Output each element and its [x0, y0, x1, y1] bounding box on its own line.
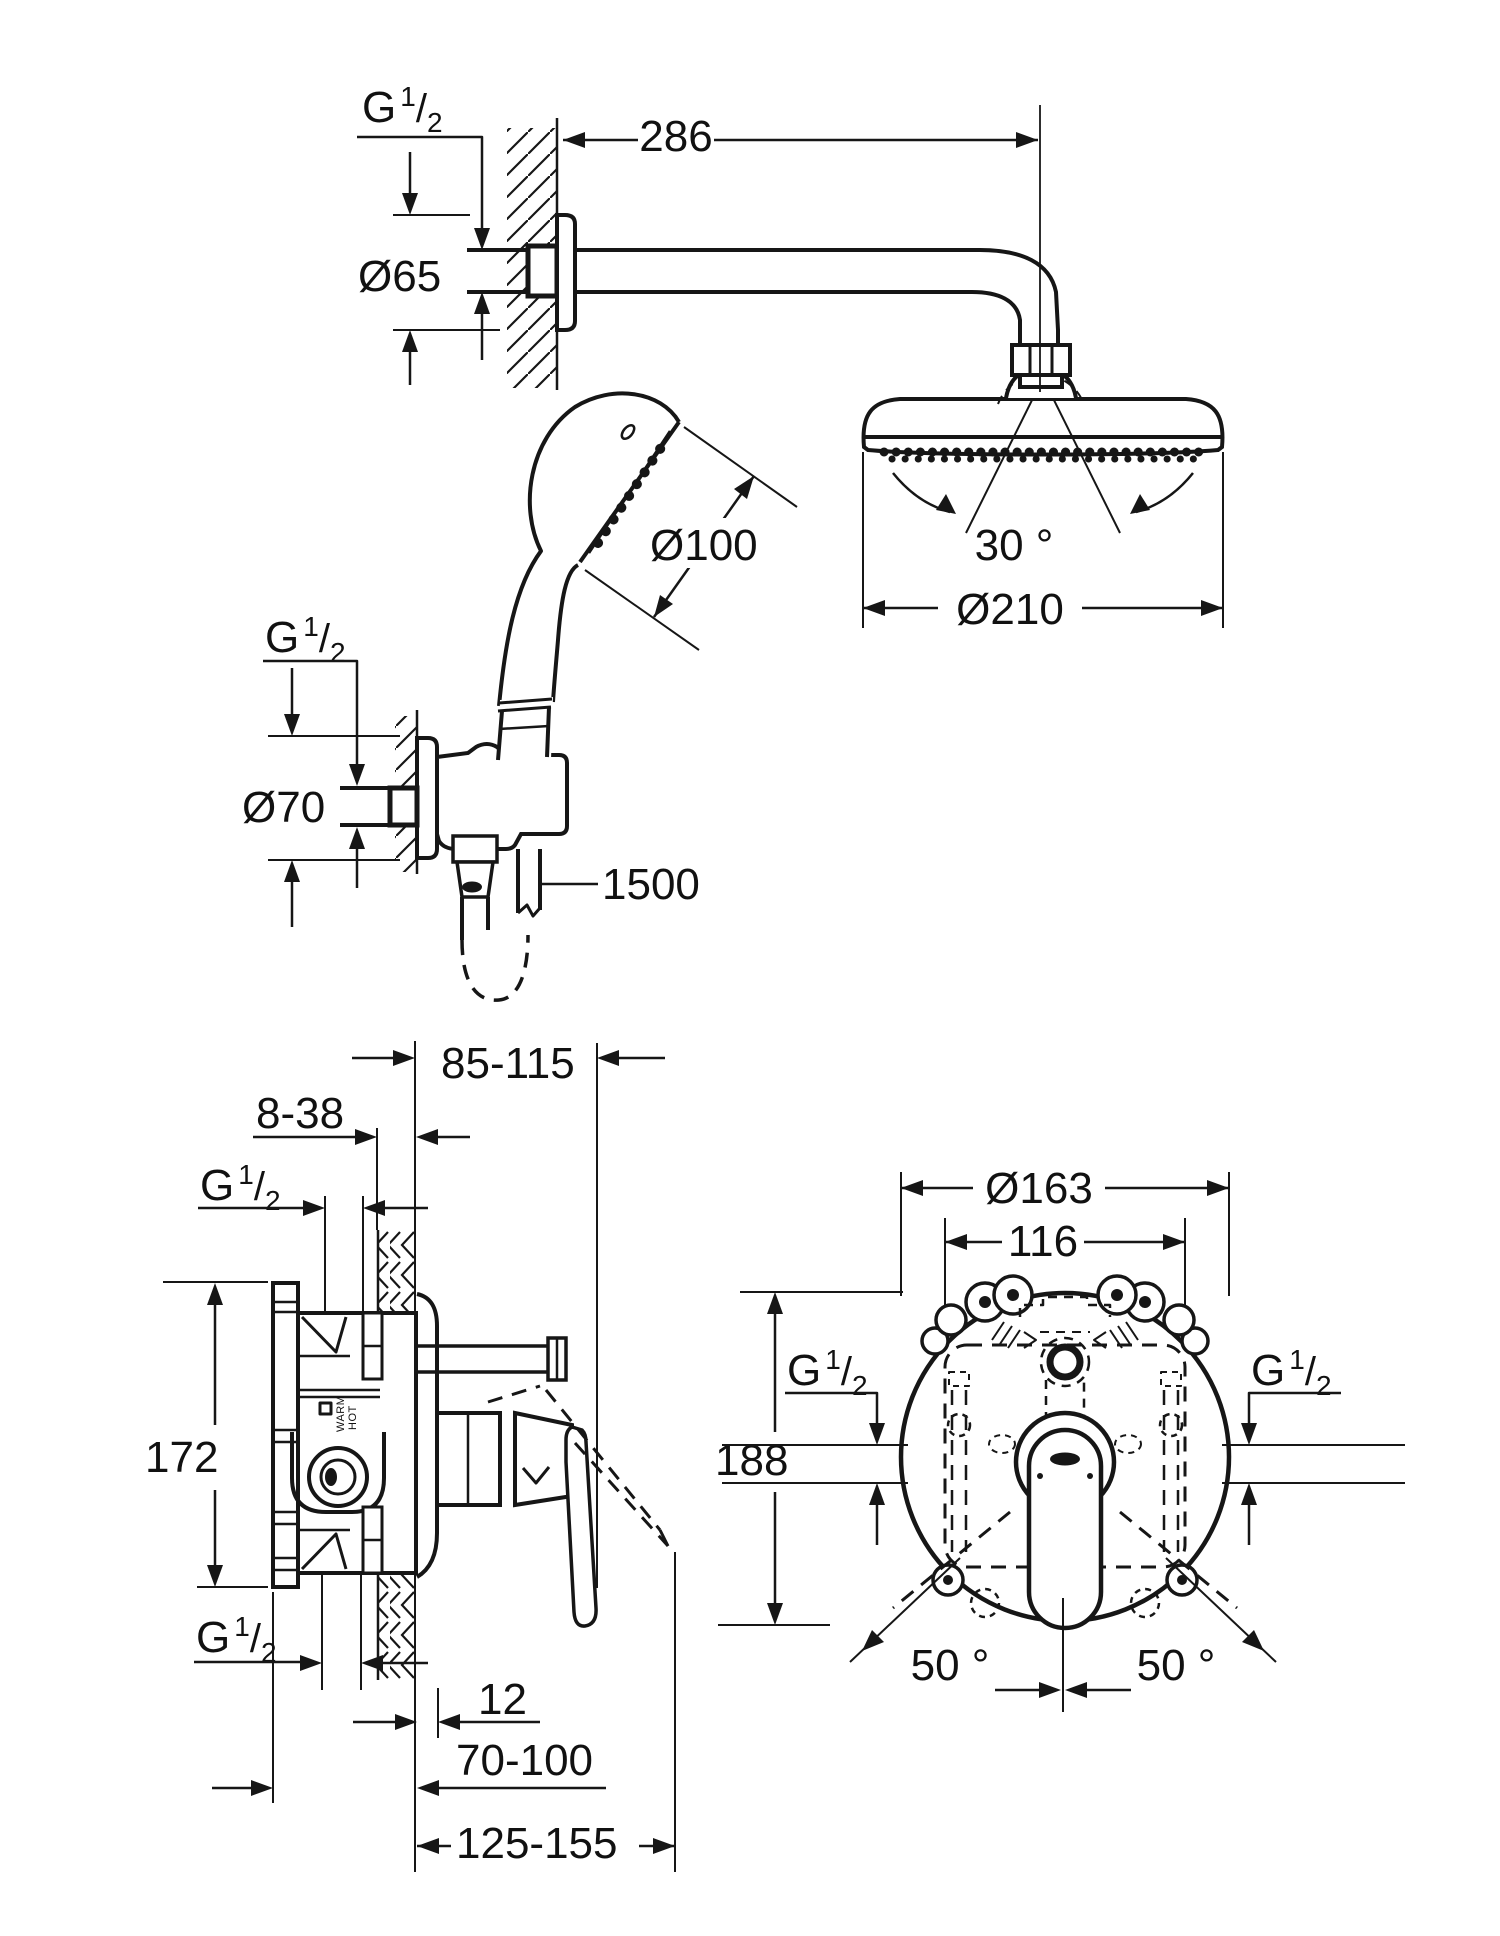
dim-text-70: Ø70	[242, 783, 325, 832]
dim-text-1500: 1500	[602, 860, 700, 909]
dim-text-12: 12	[478, 1675, 527, 1724]
lever-cone	[513, 1410, 574, 1508]
dim-text-286: 286	[639, 112, 712, 161]
trim-and-lever	[415, 1292, 670, 1628]
mounting-lug-circles	[920, 1274, 1210, 1619]
hose-nut	[451, 834, 499, 864]
dim-text-116: 116	[1008, 1217, 1078, 1266]
dim-body-height-172: 172	[145, 1281, 268, 1588]
mixer-front-view: Ø163 116	[715, 1164, 1405, 1712]
dim-install-depth: 85-115	[352, 1039, 665, 1088]
arm-wall-connection	[467, 213, 577, 332]
box-marking: WARMHOT	[335, 1396, 359, 1432]
holder-escutcheon	[415, 736, 439, 860]
mounting-plate	[271, 1281, 300, 1589]
dim-swing-angles: 50 ° 50 °	[849, 1557, 1277, 1712]
dim-text-50-left: 50 °	[911, 1641, 990, 1690]
dim-text-85-115: 85-115	[441, 1039, 575, 1088]
dim-hand-shower-100: Ø100	[584, 426, 798, 651]
dim-text-50-right: 50 °	[1137, 1641, 1216, 1690]
hand-shower-pivot-hole	[620, 423, 636, 441]
dim-trim-offset-12: 12	[353, 1675, 540, 1738]
spray-angle-line-left	[965, 377, 1044, 534]
shower-arm	[575, 248, 1060, 345]
rough-in-box: WARMHOT	[271, 1281, 418, 1589]
arm-escutcheon	[555, 213, 577, 332]
holder-wall-nut	[387, 785, 420, 828]
dim-text-8-38: 8-38	[256, 1089, 344, 1138]
lever-handle-front	[1026, 1427, 1104, 1631]
dim-overall-height-188: 188	[715, 1291, 903, 1626]
top-port	[1046, 1343, 1084, 1381]
arm-nut	[1010, 343, 1072, 389]
dim-text-163: Ø163	[985, 1164, 1093, 1213]
dim-holder-escutcheon-70: Ø70	[242, 668, 400, 927]
hand-shower	[497, 391, 681, 707]
dim-overall-depth: 125-155	[417, 1552, 676, 1872]
lever-handle-side	[564, 1425, 598, 1628]
dim-text-100: Ø100	[650, 521, 758, 570]
dim-text-210: Ø210	[956, 585, 1064, 634]
dim-text-30deg: 30 °	[975, 521, 1054, 570]
dim-finish-layer: 8-38	[253, 1089, 470, 1230]
wall-holder	[340, 697, 569, 860]
lever-logo-mark	[1050, 1452, 1080, 1466]
shower-hose: 1500	[451, 834, 700, 1002]
dim-head-210: Ø210	[862, 452, 1224, 634]
spray-angle-line-right	[1042, 377, 1121, 534]
side-escutcheon	[415, 1292, 439, 1579]
dim-cover-163: Ø163	[900, 1164, 1230, 1296]
dim-text-188: 188	[715, 1436, 788, 1485]
dim-escutcheon-65: Ø65	[358, 152, 500, 385]
dim-text-125-155: 125-155	[456, 1819, 617, 1868]
dim-arm-286: 286	[563, 112, 1038, 161]
dim-text-70-100: 70-100	[456, 1736, 593, 1785]
head-shower	[861, 343, 1225, 534]
dim-plate-depth: 70-100	[212, 1592, 606, 1803]
valve-body	[296, 1311, 418, 1575]
dim-text-172: 172	[145, 1433, 218, 1482]
lever-swing-ghosts	[892, 1510, 1238, 1610]
dim-text-65: Ø65	[358, 252, 441, 301]
lever-ghost-position	[487, 1384, 670, 1548]
dim-spray-angle-30: 30 °	[892, 472, 1194, 570]
